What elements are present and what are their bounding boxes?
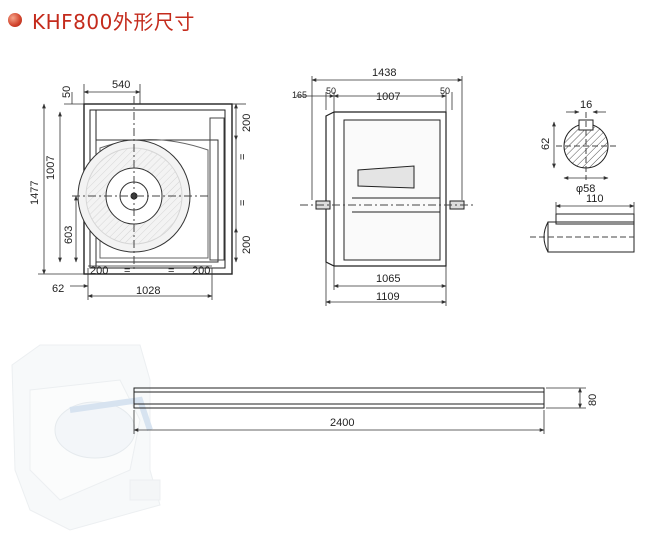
shaft-side-detail xyxy=(530,213,635,253)
dim-front-inner-height: 1007 xyxy=(45,156,57,180)
side-view xyxy=(300,111,476,267)
dim-front-bottom-left: 200 xyxy=(90,265,108,277)
page-title: KHF800外形尺寸 xyxy=(32,9,195,34)
dim-side-overall-length: 1438 xyxy=(372,67,396,79)
shaft-section xyxy=(556,112,616,180)
page-header: KHF800外形尺寸 xyxy=(8,6,195,34)
dim-front-right-eq-2: = xyxy=(237,200,249,206)
dim-shaft-diameter: φ58 xyxy=(576,183,595,195)
dim-side-flange-left: 50 xyxy=(326,86,336,96)
dim-front-right-eq-1: = xyxy=(237,154,249,160)
dim-rail-height: 80 xyxy=(587,394,599,406)
dim-front-right-bottom: 200 xyxy=(241,236,253,254)
side-view-dimensions xyxy=(296,76,463,306)
dim-front-top-offset: 50 xyxy=(61,86,73,98)
dim-rail-length: 2400 xyxy=(330,417,354,429)
dim-front-top-width: 540 xyxy=(112,79,130,91)
dim-side-outer-width: 1109 xyxy=(376,291,400,303)
dim-side-flange-right: 50 xyxy=(440,86,450,96)
dim-side-inner-width: 1007 xyxy=(376,91,400,103)
dim-front-overall-width: 1028 xyxy=(136,285,160,297)
dim-side-body-width: 1065 xyxy=(376,273,400,285)
dim-front-lower-height: 603 xyxy=(63,226,75,244)
rail-dimensions xyxy=(133,387,586,434)
shaft-side-dimensions xyxy=(555,202,635,214)
title-bullet-icon xyxy=(8,13,22,27)
rail-view xyxy=(133,387,545,409)
front-view xyxy=(72,96,233,275)
dim-front-overall-height: 1477 xyxy=(29,181,41,205)
dim-front-bottom-eq-1: = xyxy=(124,265,130,277)
dim-front-bottom-eq-2: = xyxy=(168,265,174,277)
dim-shaft-key-width: 16 xyxy=(580,99,592,111)
fan-photo-watermark xyxy=(11,344,161,531)
shaft-section-dimensions xyxy=(552,110,609,180)
dim-side-shaft-extension: 165 xyxy=(292,90,307,100)
dim-front-right-top: 200 xyxy=(241,114,253,132)
dim-front-bottom-right: 200 xyxy=(192,265,210,277)
front-view-dimensions xyxy=(38,84,246,300)
dim-shaft-key-length: 110 xyxy=(586,193,604,205)
dim-front-left-offset: 62 xyxy=(52,283,64,295)
dim-shaft-key-height: 62 xyxy=(540,138,552,150)
